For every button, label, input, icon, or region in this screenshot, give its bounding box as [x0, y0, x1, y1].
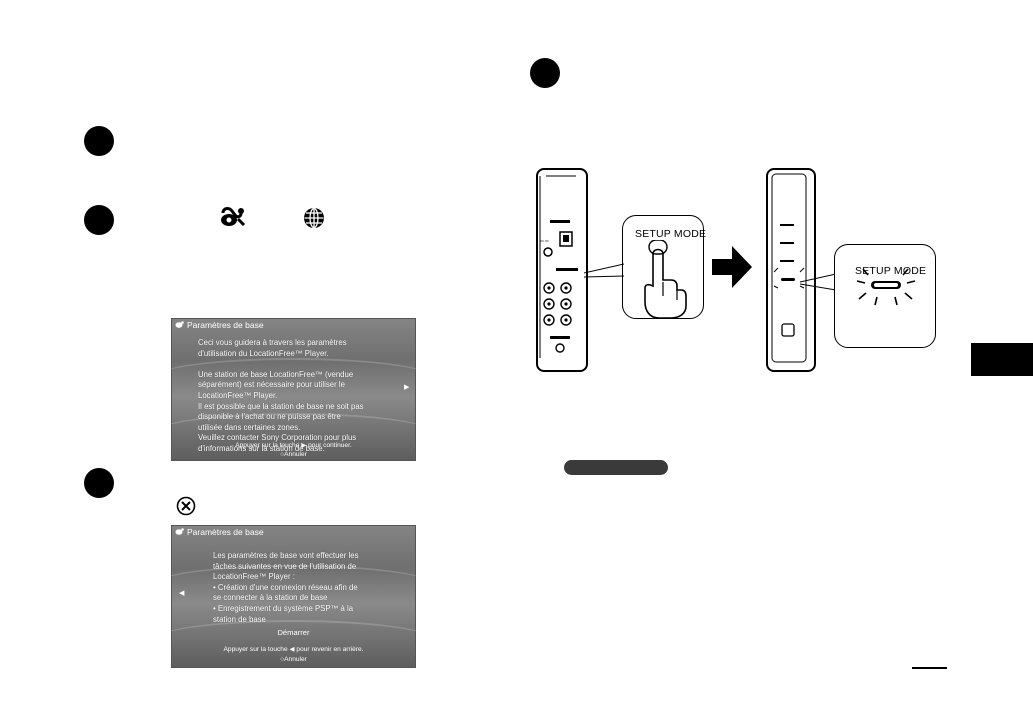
basic-settings-screen-tasks: Paramètres de base Les paramètres de bas… [171, 525, 416, 668]
settings-title-icon [175, 321, 184, 328]
cancel-hint[interactable]: ○Annuler [171, 451, 416, 459]
finger-press-icon [644, 240, 687, 319]
setup-mode-label: SETUP MODE [635, 228, 707, 240]
screen-title-bar: Paramètres de base [171, 525, 416, 538]
hint-prefix: Appuyer sur la touche [235, 442, 300, 449]
back-hint: Appuyer sur la touche ◀ pour revenir en … [171, 646, 416, 654]
right-button-icon: ▶ [301, 442, 307, 449]
screen-title: Paramètres de base [187, 526, 264, 537]
hint-suffix: pour continuer. [308, 442, 352, 449]
base-station-rear-ports: DC IN [539, 175, 578, 358]
page-number-rule [912, 667, 947, 669]
cross-button-icon [176, 496, 196, 516]
cancel-hint[interactable]: ○Annuler [171, 656, 416, 664]
settings-title-icon [175, 528, 184, 535]
next-arrow-icon[interactable]: ▶ [404, 384, 410, 391]
setup-mode-lit-callout: SETUP MODE [834, 244, 936, 348]
network-update-icon [221, 207, 246, 227]
step-marker-1 [84, 126, 114, 156]
screen-title-bar: Paramètres de base [171, 318, 416, 331]
pointer-line [584, 263, 624, 278]
base-station-front-panel [771, 173, 807, 363]
circle-button-icon: ○ [280, 451, 285, 458]
note-pill [564, 460, 668, 475]
continue-hint: Appuyer sur la touche ▶ pour continuer. [171, 442, 416, 450]
chapter-tab [971, 343, 1033, 376]
screen-body-text: Ceci vous guidera à travers les paramètr… [198, 338, 364, 453]
step-marker-4 [530, 58, 560, 88]
right-arrow-icon [712, 246, 752, 288]
globe-icon [304, 207, 324, 229]
pointer-line-lit [800, 273, 836, 291]
circle-button-icon: ○ [280, 656, 285, 663]
basic-settings-screen-intro: Paramètres de base Ceci vous guidera à t… [171, 318, 416, 461]
base-station-front [766, 168, 816, 372]
base-station-rear: DC IN [536, 168, 588, 372]
screen-body-text: Les paramètres de base vont effectuer le… [213, 551, 359, 624]
back-arrow-icon[interactable]: ◀ [179, 590, 185, 597]
setup-mode-lit-label: SETUP MODE [855, 265, 927, 277]
svg-text:DC IN: DC IN [540, 239, 549, 243]
setup-mode-callout: SETUP MODE [622, 215, 707, 319]
cancel-label: Annuler [284, 656, 307, 663]
screen-title: Paramètres de base [187, 319, 264, 330]
hint-prefix: Appuyer sur la touche [223, 646, 288, 653]
hint-suffix: pour revenir en arrière. [296, 646, 364, 653]
left-button-icon: ◀ [289, 646, 295, 653]
start-button[interactable]: Démarrer [277, 628, 310, 637]
step-marker-3 [84, 468, 114, 498]
step-marker-2 [84, 205, 114, 235]
cancel-label: Annuler [284, 451, 307, 458]
blinking-indicator-icon [856, 268, 916, 306]
